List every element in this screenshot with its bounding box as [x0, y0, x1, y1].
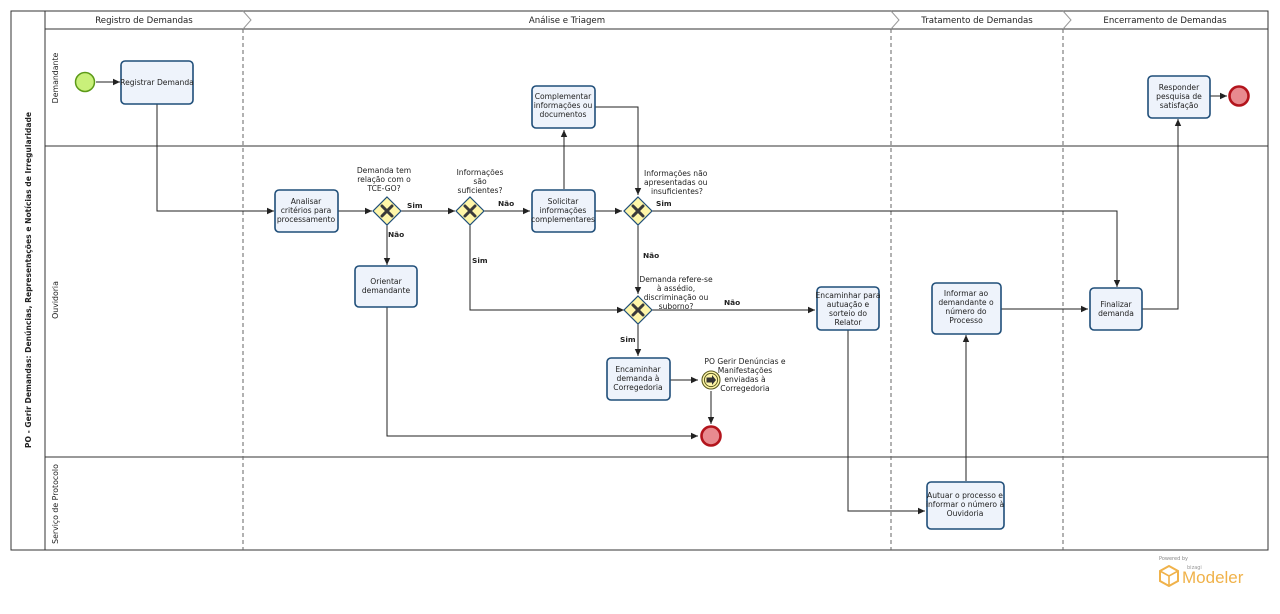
lane-title-protocolo: Serviço de Protocolo	[51, 464, 60, 544]
end-event-ouvidoria[interactable]	[700, 425, 722, 447]
flow-registrar-analisar	[156, 104, 274, 215]
exclusive-gateway-icon[interactable]	[372, 196, 402, 226]
phase-chevron-3	[1062, 10, 1072, 30]
flow-label-g1-sim: Sim	[407, 201, 423, 210]
exclusive-gateway-icon[interactable]	[623, 196, 653, 226]
exclusive-gateway-icon[interactable]	[455, 196, 485, 226]
message-throw-icon[interactable]	[701, 370, 721, 390]
phase-title-analise: Análise e Triagem	[529, 16, 605, 26]
flow-g2-g4	[469, 225, 624, 314]
modeler-text: Modeler	[1182, 568, 1244, 587]
end-event-satisfacao[interactable]	[1228, 85, 1250, 107]
start-event[interactable]	[74, 71, 96, 93]
task-registrar-demanda[interactable]: Registrar Demanda	[120, 60, 194, 105]
bizagi-cube-icon	[1159, 565, 1179, 587]
phase-title-tratamento: Tratamento de Demandas	[920, 16, 1033, 26]
phase-chevron-2	[890, 10, 900, 30]
flow-orientar-end	[386, 307, 698, 440]
phase-title-encerramento: Encerramento de Demandas	[1103, 16, 1227, 26]
powered-by-text: Powered by	[1159, 556, 1188, 562]
flow-label-g3-sim: Sim	[656, 199, 672, 208]
lane-title-ouvidoria: Ouvidoria	[51, 281, 60, 319]
flow-label-g2-nao: Não	[498, 199, 514, 208]
bizagi-branding: Powered by bizagi Modeler	[1158, 556, 1268, 596]
flow-label-g2-sim: Sim	[472, 256, 488, 265]
flow-label-g1-nao: Não	[388, 230, 404, 239]
lane-title-demandante: Demandante	[51, 52, 60, 103]
flow-finalizar-responder	[1142, 119, 1182, 310]
pool-title: PO - Gerir Demandas: Denúncias, Represen…	[24, 112, 33, 448]
flow-label-g3-nao: Não	[643, 251, 659, 260]
exclusive-gateway-icon[interactable]	[623, 295, 653, 325]
flow-label-g4-nao: Não	[724, 298, 740, 307]
flow-label-g4-sim: Sim	[620, 335, 636, 344]
bizagi-text: bizagi	[1187, 565, 1202, 571]
flow-g3-finalizar	[652, 210, 1121, 287]
pool-frame	[10, 10, 1269, 551]
phase-title-registro: Registro de Demandas	[95, 16, 193, 26]
phase-chevron-1	[242, 10, 252, 30]
flow-relator-autuar	[847, 330, 925, 515]
svg-text:Registrar Demanda: Registrar Demanda	[120, 78, 194, 87]
sequence-flows	[96, 78, 1227, 515]
flow-complementar-g3	[595, 106, 642, 195]
